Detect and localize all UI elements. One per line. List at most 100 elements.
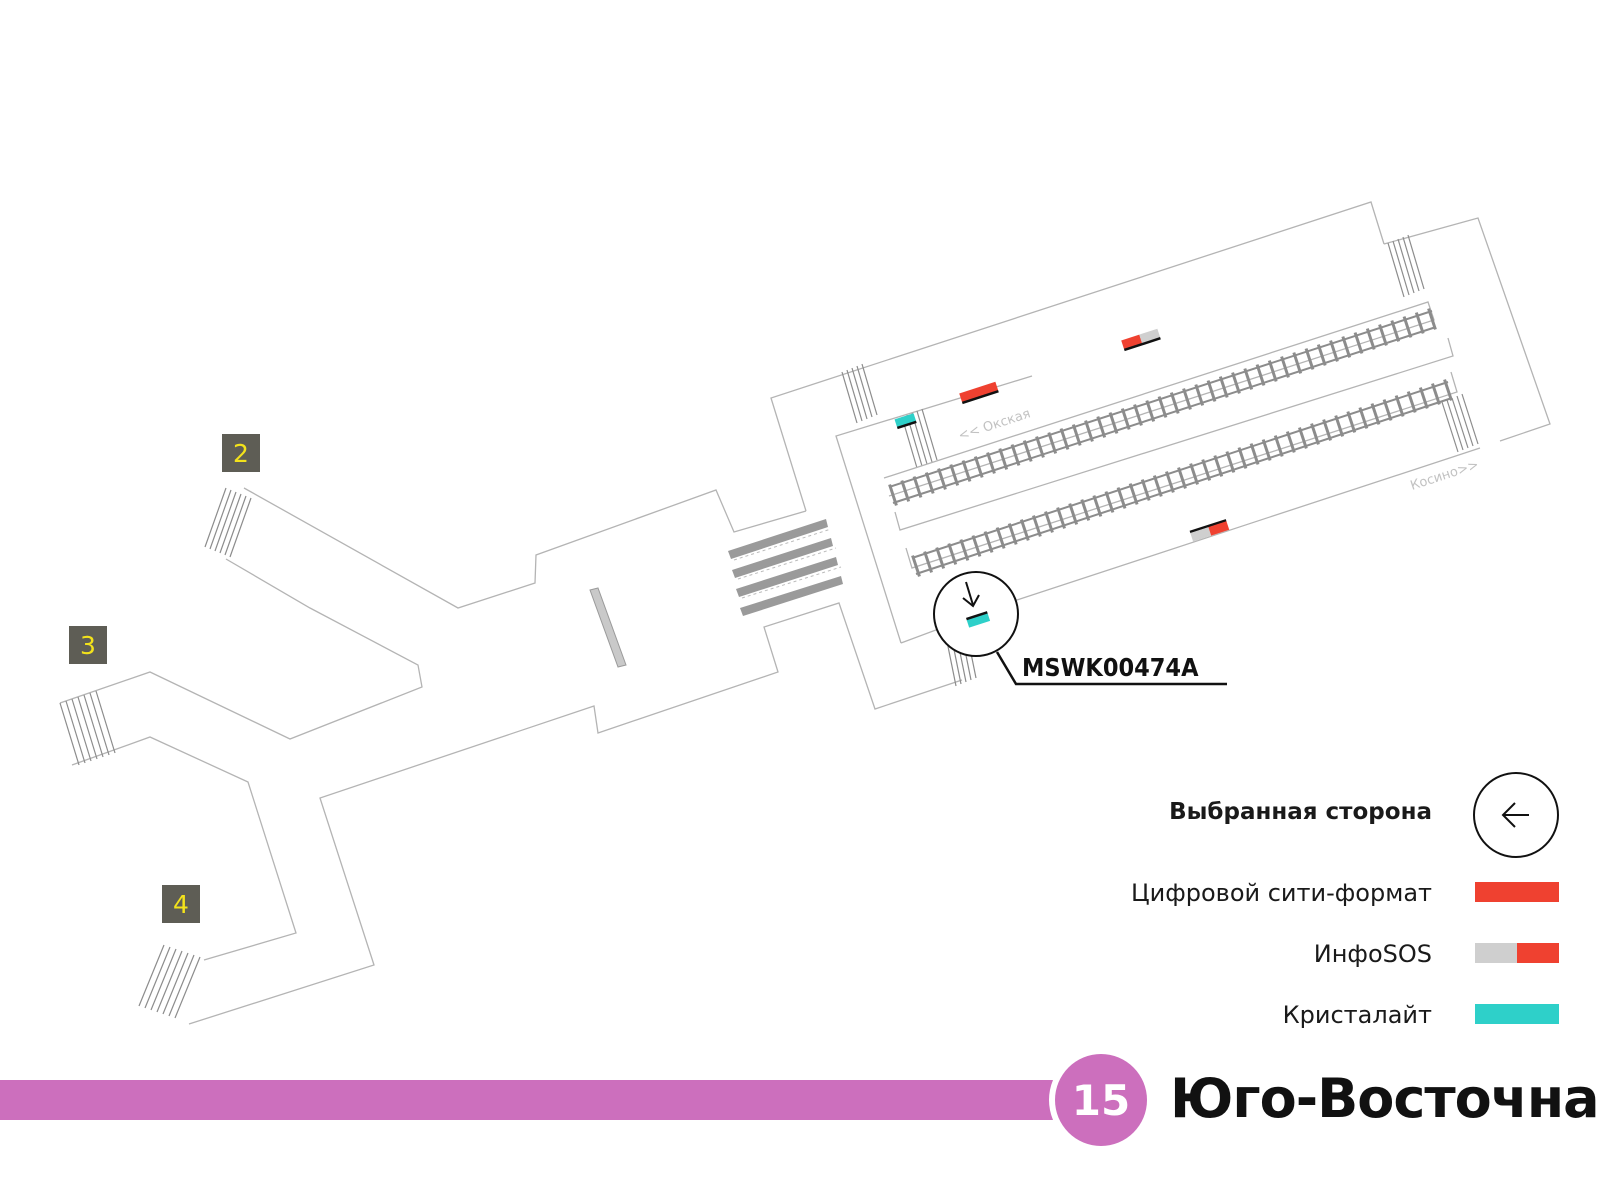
rail-tie	[1206, 380, 1217, 402]
rail-tie	[1255, 364, 1266, 386]
rail-tie	[986, 452, 996, 474]
rail-tie	[1022, 440, 1033, 462]
rail-tie	[973, 456, 984, 478]
direction-label-kosino: Косино>>	[1409, 458, 1481, 494]
rail-tie	[1334, 415, 1345, 437]
station-name: Юго-Восточная	[1170, 1067, 1600, 1130]
rail-tie	[998, 448, 1009, 470]
rail-tie	[961, 460, 972, 482]
rail-tie	[1329, 340, 1339, 362]
infosos-carrier	[1121, 328, 1161, 352]
rail-tie	[1189, 463, 1199, 485]
arrow-down-icon	[962, 581, 980, 608]
rail-tie	[949, 464, 960, 486]
escalator-icon	[728, 519, 843, 616]
rail-tie	[1365, 328, 1376, 350]
rail-tie	[935, 547, 946, 569]
rail-tie	[1145, 400, 1156, 422]
rail-tie	[1201, 459, 1212, 481]
rail-tie	[1169, 392, 1180, 414]
rail-tie	[924, 472, 935, 494]
rail-tie	[1108, 412, 1119, 434]
rail-tie	[911, 555, 921, 577]
digital-city-format-carrier	[959, 381, 999, 405]
stairs-icon	[1441, 393, 1479, 453]
selected-carrier-marker: MSWK00474A	[933, 571, 1227, 686]
rail-tie	[1243, 368, 1254, 390]
rail-tie	[1402, 316, 1413, 338]
rail-tie	[1414, 312, 1425, 334]
line-number-badge: 15	[1055, 1054, 1147, 1146]
legend-selected-side-symbol	[1473, 772, 1559, 858]
rail-tie	[1019, 519, 1030, 541]
rail-tie	[1280, 356, 1290, 378]
legend-swatch-kristalight	[1475, 1004, 1559, 1024]
rail-tie	[1418, 387, 1429, 409]
bench	[589, 587, 627, 668]
rail-tie	[1346, 411, 1357, 433]
rail-tie	[1059, 428, 1070, 450]
rail-tie	[1310, 423, 1320, 445]
exit-marker-3: 3	[69, 626, 107, 664]
rail-tie	[1431, 383, 1441, 405]
rail-tie	[947, 543, 958, 565]
stairs-icon	[841, 363, 878, 424]
rail-tie	[983, 531, 994, 553]
rail-tie	[1056, 507, 1066, 529]
rail-tie	[1273, 435, 1284, 457]
platform-hall-outline	[770, 201, 1551, 644]
rail-tie	[1213, 455, 1224, 477]
rail-tie	[995, 527, 1006, 549]
rail-tie	[1237, 447, 1248, 469]
rail-tie	[1080, 499, 1091, 521]
legend-swatch-infosos	[1475, 943, 1559, 963]
rail-track-icon	[888, 308, 1437, 506]
rail-tie	[1353, 332, 1364, 354]
rail-tie	[1390, 320, 1401, 342]
rail-tie	[1267, 360, 1278, 382]
rail-tie	[1394, 395, 1405, 417]
kristalight-carrier	[894, 413, 917, 430]
rail-tie	[1152, 475, 1163, 497]
rail-tie	[959, 539, 970, 561]
rail-tie	[1370, 403, 1381, 425]
legend-selected-side-label: Выбранная сторона	[1169, 799, 1432, 825]
rail-tie	[912, 476, 923, 498]
rail-tie	[1182, 388, 1192, 410]
rail-tie	[1071, 424, 1082, 446]
rail-tie	[1249, 443, 1260, 465]
rail-tie	[923, 551, 933, 573]
line-color-bar	[0, 1080, 1075, 1120]
stairs-icon	[138, 944, 201, 1019]
legend-infosos-label: ИнфоSOS	[1313, 940, 1432, 968]
rail-tie	[1322, 419, 1332, 441]
rail-tie	[1261, 439, 1272, 461]
rail-tie	[1140, 479, 1151, 501]
rail-tie	[1292, 352, 1303, 374]
rail-tie	[1218, 376, 1229, 398]
rail-tie	[1304, 348, 1315, 370]
rail-tie	[1044, 511, 1054, 533]
svg-text:2: 2	[233, 439, 249, 468]
rail-tie	[1007, 523, 1018, 545]
rail-tie	[1406, 391, 1417, 413]
rail-tie	[1427, 308, 1437, 330]
rail-tie	[1120, 408, 1131, 430]
carrier-code: MSWK00474A	[1022, 653, 1199, 682]
legend-swatch-digital-city-format	[1475, 882, 1559, 902]
rail-tie	[1341, 336, 1352, 358]
stairs-icon	[59, 690, 116, 766]
rail-tie	[1194, 384, 1205, 406]
rail-tie	[1382, 399, 1393, 421]
rail-tie	[1285, 431, 1296, 453]
passage-outline	[59, 487, 963, 1025]
rail-tie	[1378, 324, 1388, 346]
rail-tie	[1116, 487, 1127, 509]
stairs-icon	[1387, 234, 1425, 298]
arrow-left-icon	[1501, 802, 1529, 828]
rail-tie	[1010, 444, 1021, 466]
rail-tie	[900, 480, 911, 502]
rail-tie	[1084, 420, 1094, 442]
rail-tie	[1316, 344, 1327, 366]
